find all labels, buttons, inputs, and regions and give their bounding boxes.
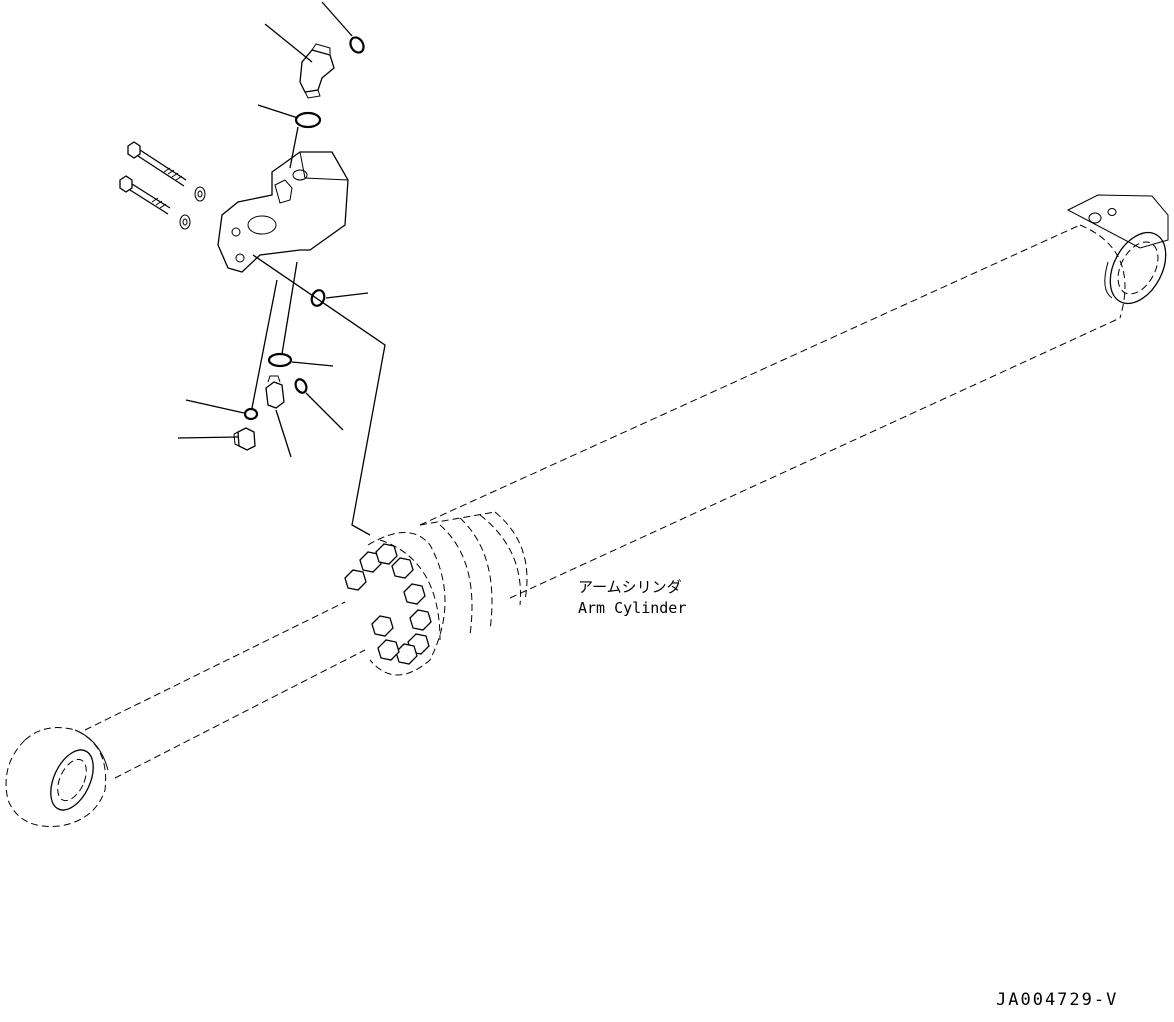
o-ring-mid xyxy=(310,289,326,307)
elbow-fitting xyxy=(299,43,335,99)
piston-rod xyxy=(84,601,366,779)
drawing-number: JA004729-V xyxy=(996,990,1118,1010)
o-ring-top xyxy=(349,36,365,54)
part-name-en: Arm Cylinder xyxy=(578,599,686,617)
mounting-bolt-lower xyxy=(119,175,171,215)
flange-bolts xyxy=(344,543,432,665)
plug-fitting xyxy=(233,427,256,451)
o-ring-lower-large xyxy=(267,352,293,368)
leader-lines xyxy=(177,1,369,458)
cylinder-collar xyxy=(419,511,528,636)
bolt-washers xyxy=(179,186,206,230)
rod-end-eye xyxy=(5,727,109,827)
cylinder-tube xyxy=(419,224,1126,599)
o-ring-lower-small xyxy=(243,407,259,421)
mounting-bolt-upper xyxy=(127,141,187,187)
head-end-boss xyxy=(1066,194,1169,305)
o-ring-valve-port xyxy=(294,111,322,129)
o-ring-lower-angled xyxy=(294,378,308,394)
valve-block xyxy=(217,151,349,273)
straight-fitting xyxy=(265,375,285,409)
assembly-lines xyxy=(251,126,386,536)
part-name-jp: アームシリンダ xyxy=(578,578,682,596)
